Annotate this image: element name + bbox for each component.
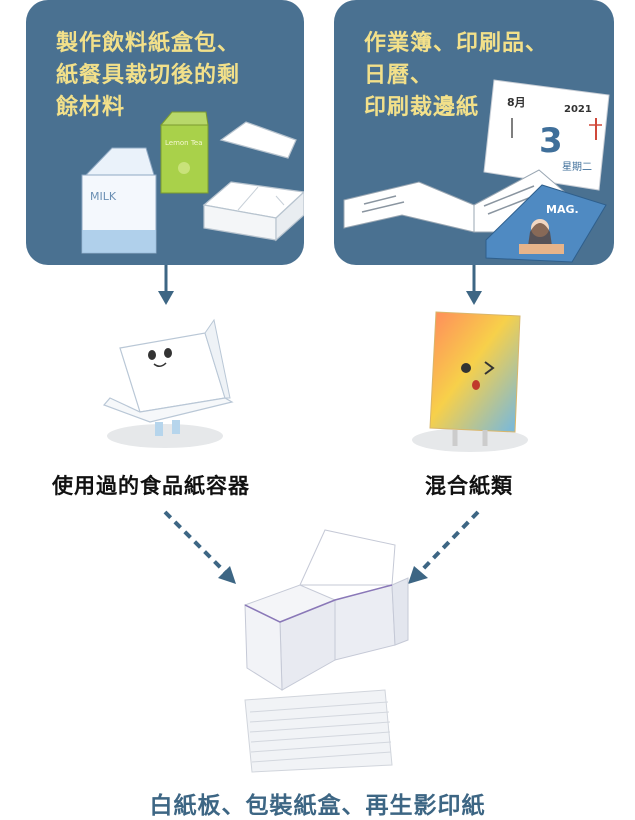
packaging-illustration: MILK Lemon Tea — [81, 111, 304, 254]
mixed-paper-label: 混合紙類 — [425, 474, 513, 498]
panel-left-text: 製作飲料紙盒包、 紙餐具裁切後的剩 餘材料 — [56, 31, 241, 120]
milk-label: MILK — [90, 190, 117, 203]
recycled-box-icon — [243, 529, 409, 691]
printed-paper-illustration: 8月 2021 3 星期二 MAG. — [343, 79, 610, 263]
calendar-icon: 8月 2021 3 星期二 — [483, 79, 610, 191]
panel-printed-paper: 作業簿、印刷品、 日曆、 印刷裁邊紙 8月 2021 3 星期二 MAG. — [334, 0, 614, 265]
calendar-day: 3 — [539, 121, 563, 161]
calendar-weekday: 星期二 — [562, 161, 592, 173]
panel-right-text: 作業簿、印刷品、 日曆、 印刷裁邊紙 — [364, 31, 549, 120]
magazine-icon: MAG. — [485, 184, 607, 263]
food-container-character — [102, 318, 234, 448]
mixed-paper-character — [412, 311, 528, 452]
panel-food-packaging-scraps: 製作飲料紙盒包、 紙餐具裁切後的剩 餘材料 MILK Lemon Tea — [26, 0, 304, 265]
recycled-products-label: 白紙板、包裝紙盒、再生影印紙 — [149, 793, 486, 819]
paper-stack-icon — [244, 689, 393, 773]
arrow-left-down — [158, 265, 174, 305]
food-box-icon — [202, 121, 304, 242]
calendar-year: 2021 — [564, 104, 592, 115]
tea-label: Lemon Tea — [165, 139, 203, 147]
arrow-right-down — [466, 265, 482, 305]
dashed-arrow-right — [408, 510, 480, 584]
used-food-container-label: 使用過的食品紙容器 — [52, 474, 250, 498]
magazine-title: MAG. — [546, 203, 579, 216]
tea-box-icon: Lemon Tea — [159, 111, 209, 194]
calendar-month: 8月 — [507, 96, 526, 109]
milk-carton-icon: MILK — [81, 147, 157, 254]
dashed-arrow-left — [163, 510, 236, 584]
